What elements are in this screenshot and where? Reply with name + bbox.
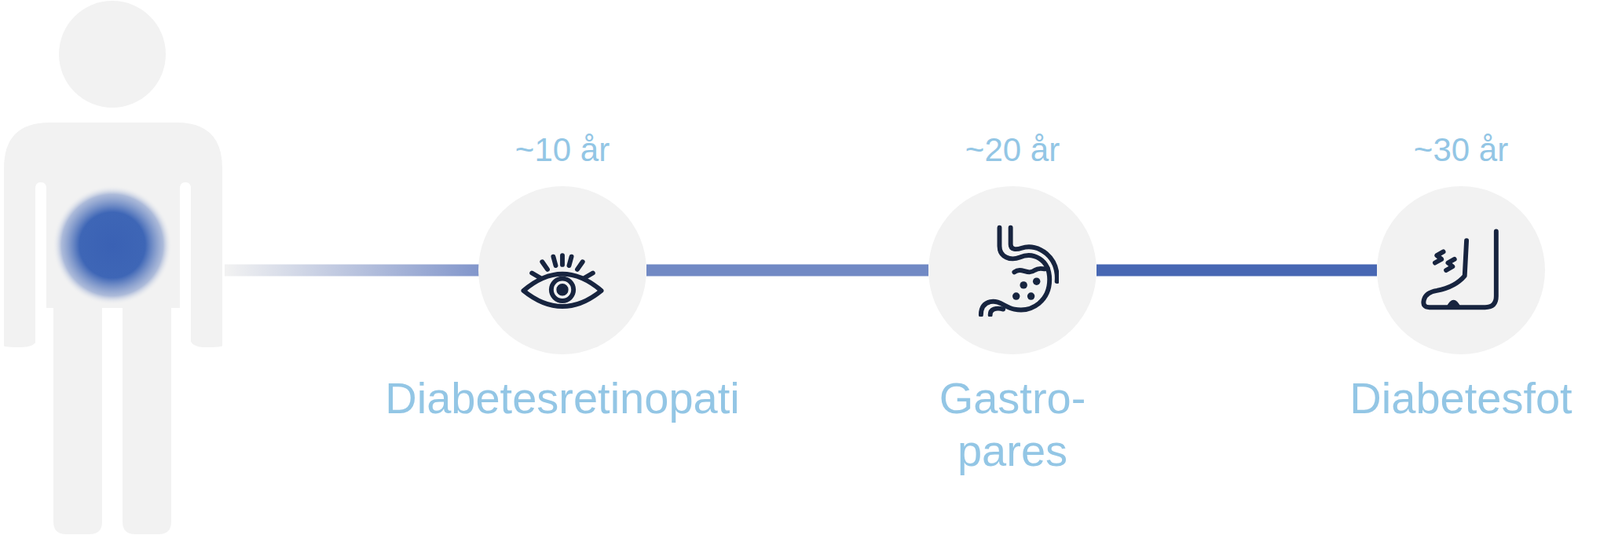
pancreas-spot bbox=[52, 185, 173, 305]
figure-torso bbox=[3, 122, 223, 348]
timeline-connector bbox=[1096, 264, 1377, 277]
complication-label: Diabetesretinopati bbox=[384, 371, 740, 425]
complication-node: ~10 årDiabetesretinopati bbox=[478, 186, 647, 355]
figure-leg bbox=[53, 307, 103, 535]
time-label: ~10 år bbox=[515, 131, 610, 169]
complication-node: ~20 årGastro- pares bbox=[928, 186, 1097, 355]
complication-icon bbox=[981, 227, 1058, 315]
complication-label: Gastro- pares bbox=[939, 371, 1087, 477]
complication-icon bbox=[523, 255, 601, 307]
node-circle-shape bbox=[928, 186, 1097, 355]
complication-label: Diabetesfot bbox=[1349, 371, 1572, 425]
complication-icon bbox=[1423, 230, 1497, 308]
node-circle-shape bbox=[478, 186, 647, 355]
figure-leg bbox=[122, 307, 172, 535]
timeline-connector bbox=[646, 264, 929, 277]
figure-head bbox=[58, 0, 166, 108]
node-circle bbox=[928, 186, 1097, 355]
node-circle-shape bbox=[1376, 186, 1546, 355]
figure-arm-gap bbox=[179, 182, 191, 346]
time-label: ~20 år bbox=[965, 131, 1060, 169]
complication-node: ~30 årDiabetesfot bbox=[1376, 186, 1546, 355]
time-label: ~30 år bbox=[1413, 131, 1509, 169]
node-circle bbox=[1376, 186, 1546, 355]
node-circle bbox=[478, 186, 647, 355]
figure-arm-gap bbox=[35, 182, 47, 346]
lead-line bbox=[224, 264, 480, 277]
